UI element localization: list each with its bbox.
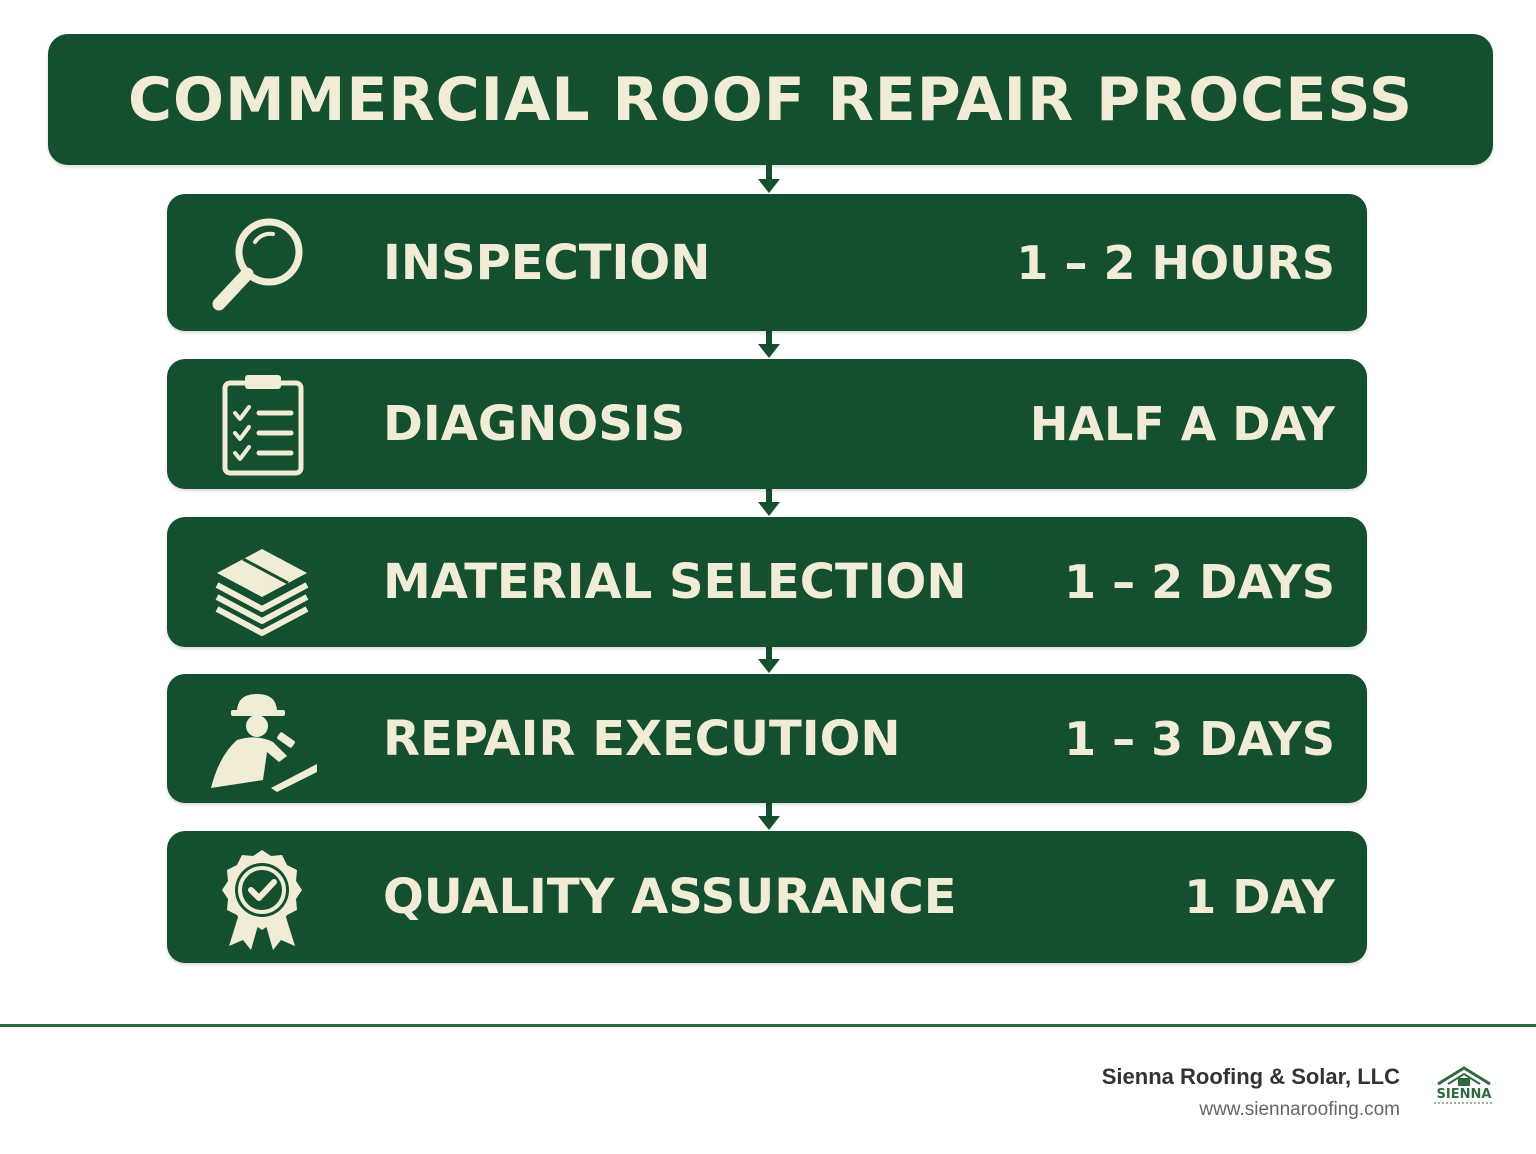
step-inspection: INSPECTION 1 – 2 HOURS <box>167 194 1367 331</box>
step-duration: 1 DAY <box>1184 870 1335 924</box>
step-label: MATERIAL SELECTION <box>383 554 967 610</box>
arrow-down-icon <box>758 331 780 358</box>
step-duration: 1 – 3 DAYS <box>1064 711 1335 766</box>
award-badge-icon <box>207 842 317 952</box>
step-label: INSPECTION <box>383 234 711 291</box>
footer-divider <box>0 1024 1536 1027</box>
clipboard-checklist-icon <box>207 369 317 479</box>
step-duration: 1 – 2 HOURS <box>1016 235 1335 290</box>
title-banner: COMMERCIAL ROOF REPAIR PROCESS <box>48 34 1493 165</box>
step-duration: 1 – 2 DAYS <box>1064 555 1335 609</box>
step-duration: HALF A DAY <box>1029 397 1335 451</box>
material-layers-icon <box>207 527 317 637</box>
step-label: QUALITY ASSURANCE <box>383 869 957 925</box>
step-repair-execution: REPAIR EXECUTION 1 – 3 DAYS <box>167 674 1367 803</box>
company-url: www.siennaroofing.com <box>1199 1099 1400 1120</box>
step-label: REPAIR EXECUTION <box>383 710 901 767</box>
step-material-selection: MATERIAL SELECTION 1 – 2 DAYS <box>167 517 1367 647</box>
company-name: Sienna Roofing & Solar, LLC <box>1101 1064 1400 1089</box>
page-title: COMMERCIAL ROOF REPAIR PROCESS <box>127 64 1414 135</box>
logo-text: SIENNA <box>1437 1087 1492 1102</box>
arrow-down-icon <box>758 165 780 193</box>
roofer-worker-icon <box>207 684 317 794</box>
sienna-logo: SIENNA <box>1424 1066 1504 1108</box>
arrow-down-icon <box>758 489 780 516</box>
step-diagnosis: DIAGNOSIS HALF A DAY <box>167 359 1367 489</box>
step-quality-assurance: QUALITY ASSURANCE 1 DAY <box>167 831 1367 963</box>
step-label: DIAGNOSIS <box>383 396 686 452</box>
magnifying-glass-icon <box>207 208 317 318</box>
arrow-down-icon <box>758 803 780 830</box>
arrow-down-icon <box>758 647 780 673</box>
